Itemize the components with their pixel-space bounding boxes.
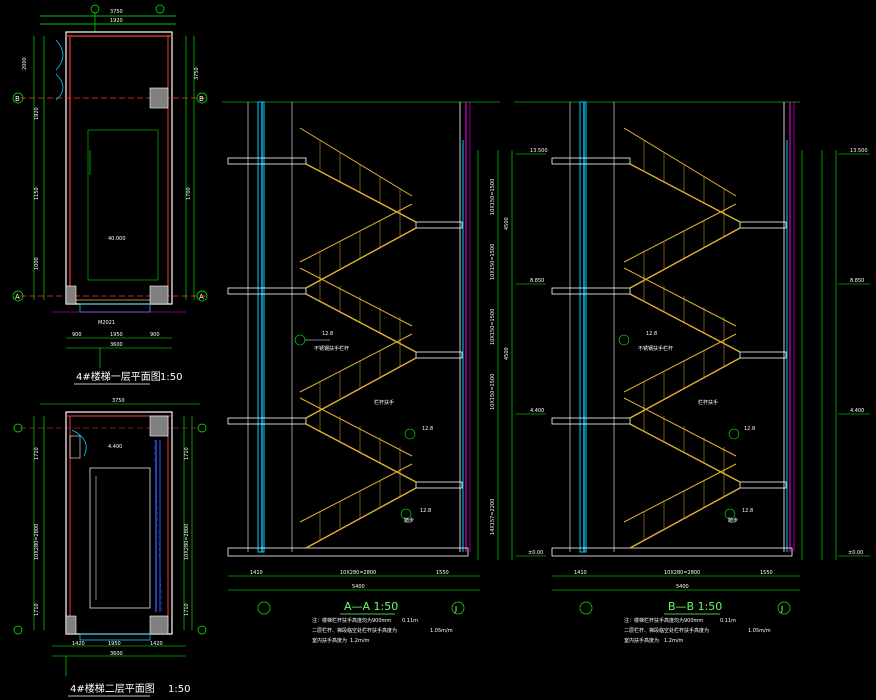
- plan1-axis-b-left: B: [15, 95, 20, 103]
- sectionA-axis-right: J: [454, 605, 457, 613]
- sectionA-level-4: ±0.00: [528, 550, 543, 556]
- plan1-dim-bottom-3: 900: [150, 332, 160, 338]
- plan1-side-dim-2: 1920: [34, 107, 40, 120]
- plan1-side-dim-5: 3750: [194, 67, 200, 80]
- plan2-right-dim-1: 1710: [184, 447, 190, 460]
- sectionB-dim-bottom-2: 10X280=2800: [664, 570, 700, 576]
- sectionA-level-2: 8.850: [530, 278, 544, 284]
- plan2-right-dim-3: 1710: [184, 603, 190, 616]
- sectionB-callout-5: 12.8: [742, 508, 753, 514]
- sectionA-dim-bottom-4: 5400: [352, 584, 365, 590]
- sectionA-right-dim-3: 4500: [504, 217, 510, 230]
- sectionB-level-1: 13.500: [850, 148, 868, 154]
- sectionA-callout-4: 栏杆扶手: [374, 399, 394, 406]
- plan1-dim-bottom-2: 1950: [110, 332, 123, 338]
- plan1-side-dim-4: 1700: [186, 187, 192, 200]
- sectionA-callout-3: 12.8: [422, 426, 433, 432]
- plan1-dim-top-2: 1920: [110, 18, 123, 24]
- plan2-landing-label: 4.400: [108, 444, 122, 450]
- plan2-left-dim-2: 10X280=2800: [34, 524, 40, 560]
- sectionA-title: A—A 1:50: [344, 600, 398, 613]
- sectionA-note-1: 注：楼梯栏杆扶手高度均为900mm: [312, 617, 391, 624]
- sectionB-callout-2: 不锈钢扶手栏杆: [638, 345, 673, 352]
- sectionA-note-3: 室内扶手高度为: [312, 637, 347, 644]
- sectionB-callout-3: 12.8: [744, 426, 755, 432]
- sectionB-dim-bottom-4: 5400: [676, 584, 689, 590]
- plan1-axis-a-right: A: [199, 293, 204, 301]
- sectionA-right-dim-1: 10X150=1500: [490, 179, 496, 215]
- plan2-dim-bottom-3: 1420: [150, 641, 163, 647]
- plan1-room-label: 40.000: [108, 236, 126, 242]
- sectionB-note-value-3: 1.2m/m: [664, 638, 684, 644]
- sectionA-right-dim-4: 10X150=1500: [490, 309, 496, 345]
- plan2-scale: 1:50: [168, 684, 190, 695]
- plan1-dim-top-1: 3750: [110, 9, 123, 15]
- sectionB-level-3: 4.400: [850, 408, 864, 414]
- plan1-axis-a-left: A: [15, 293, 20, 301]
- sectionB-callout-6: 踏步: [728, 517, 738, 524]
- sectionA-dim-bottom-3: 1550: [436, 570, 449, 576]
- sectionA-note-value-2: 1.05m/m: [430, 628, 453, 634]
- sectionB-callout-4: 栏杆扶手: [698, 399, 718, 406]
- sectionB-note-2: 二层栏杆、梯段临空处栏杆扶手高度为: [624, 627, 709, 634]
- section-a-a: 10X150=1500 10X150=1500 4500 10X150=1500…: [222, 101, 548, 644]
- sectionA-note-value-3: 1.2m/m: [350, 638, 370, 644]
- plan1-door-label: M2021: [98, 320, 115, 326]
- sectionB-note-3: 室内扶手高度为: [624, 637, 659, 644]
- sectionA-note-value-1: 0.11m: [402, 618, 418, 624]
- sectionB-axis-right: J: [780, 605, 783, 613]
- sectionA-callout-5: 12.8: [420, 508, 431, 514]
- sectionB-level-4: ±0.00: [848, 550, 863, 556]
- sectionB-title: B—B 1:50: [668, 600, 722, 613]
- section-b-b: 13.500 8.850 4.400 ±0.00 12.8 不锈钢扶手栏杆 12…: [514, 101, 870, 644]
- plan2-right-dim-2: 10X280=2800: [184, 524, 190, 560]
- plan-first-floor: 3750 1920 B B A A 2000: [12, 4, 208, 385]
- sectionA-right-dim-2: 10X150=1500: [490, 244, 496, 280]
- plan-second-floor: 3750 4.400 1710 10X280=2800 1710 1710 10…: [13, 398, 207, 697]
- sectionA-callout-6: 踏步: [404, 517, 414, 524]
- plan2-dim-top: 3750: [112, 398, 125, 404]
- sectionA-right-dim-7: 14X157=2200: [490, 499, 496, 535]
- sectionA-dim-bottom-1: 1410: [250, 570, 263, 576]
- plan2-left-dim-1: 1710: [34, 447, 40, 460]
- sectionA-right-dim-5: 10X150=1500: [490, 374, 496, 410]
- plan1-dim-bottom-1: 900: [72, 332, 82, 338]
- plan2-dim-bottom-1: 1420: [72, 641, 85, 647]
- sectionA-dim-bottom-2: 10X280=2800: [340, 570, 376, 576]
- plan2-dim-bottom-2: 1950: [108, 641, 121, 647]
- sectionA-right-dim-6: 4500: [504, 347, 510, 360]
- sectionB-level-2: 8.850: [850, 278, 864, 284]
- plan2-dim-bottom-4: 3600: [110, 651, 123, 657]
- sectionB-dim-bottom-1: 1410: [574, 570, 587, 576]
- sectionB-dim-bottom-3: 1550: [760, 570, 773, 576]
- sectionA-callout-2: 不锈钢扶手栏杆: [314, 345, 349, 352]
- plan1-title: 4#楼梯一层平面图: [76, 370, 161, 383]
- plan1-axis-b-right: B: [199, 95, 204, 103]
- plan1-side-dim-1: 2000: [22, 57, 28, 70]
- plan2-left-dim-3: 1710: [34, 603, 40, 616]
- plan1-side-dim-6: 1000: [34, 257, 40, 270]
- plan2-title: 4#楼梯二层平面图: [70, 682, 155, 695]
- sectionA-level-3: 4.400: [530, 408, 544, 414]
- sectionB-callout-1: 12.8: [646, 331, 657, 337]
- sectionB-note-1: 注：楼梯栏杆扶手高度均为900mm: [624, 617, 703, 624]
- sectionA-callout-1: 12.8: [322, 331, 333, 337]
- sectionB-note-value-2: 1.05m/m: [748, 628, 771, 634]
- plan1-dim-bottom-4: 3600: [110, 342, 123, 348]
- plan1-scale: 1:50: [160, 372, 182, 383]
- sectionB-note-value-1: 0.11m: [720, 618, 736, 624]
- sectionA-level-1: 13.500: [530, 148, 548, 154]
- plan1-side-dim-3: 1150: [34, 187, 40, 200]
- sectionA-note-2: 二层栏杆、梯段临空处栏杆扶手高度为: [312, 627, 397, 634]
